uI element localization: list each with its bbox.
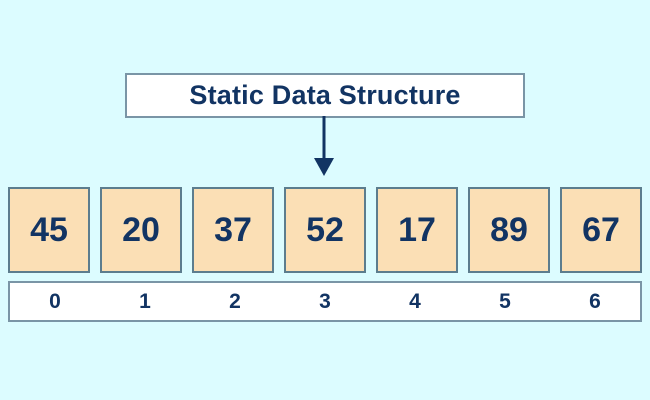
index-label: 0 [49, 290, 61, 313]
array-cell-3[interactable]: 52 [284, 187, 366, 273]
array-cell-value: 45 [30, 211, 68, 249]
index-label: 2 [229, 290, 241, 313]
index-cell-0: 0 [10, 283, 100, 320]
down-arrow-icon [314, 116, 334, 176]
index-label: 3 [319, 290, 331, 313]
array-cell-2[interactable]: 37 [192, 187, 274, 273]
array-cell-value: 67 [582, 211, 620, 249]
array-cell-value: 52 [306, 211, 344, 249]
array-cell-6[interactable]: 67 [560, 187, 642, 273]
array-cell-1[interactable]: 20 [100, 187, 182, 273]
array-cell-value: 20 [122, 211, 160, 249]
index-cell-6: 6 [550, 283, 640, 320]
index-cell-1: 1 [100, 283, 190, 320]
index-label: 6 [589, 290, 601, 313]
index-cell-3: 3 [280, 283, 370, 320]
array-cell-value: 89 [490, 211, 528, 249]
index-label: 4 [409, 290, 421, 313]
array-cell-5[interactable]: 89 [468, 187, 550, 273]
array-cell-value: 37 [214, 211, 252, 249]
index-cell-5: 5 [460, 283, 550, 320]
array-row: 45 20 37 52 17 89 67 [8, 187, 642, 273]
index-cell-4: 4 [370, 283, 460, 320]
array-cell-0[interactable]: 45 [8, 187, 90, 273]
index-bar: 0 1 2 3 4 5 6 [8, 281, 642, 322]
index-label: 5 [499, 290, 511, 313]
index-label: 1 [139, 290, 151, 313]
callout-label: Static Data Structure [189, 80, 461, 110]
array-cell-value: 17 [398, 211, 436, 249]
index-cell-2: 2 [190, 283, 280, 320]
array-cell-4[interactable]: 17 [376, 187, 458, 273]
callout-box: Static Data Structure [125, 73, 525, 118]
